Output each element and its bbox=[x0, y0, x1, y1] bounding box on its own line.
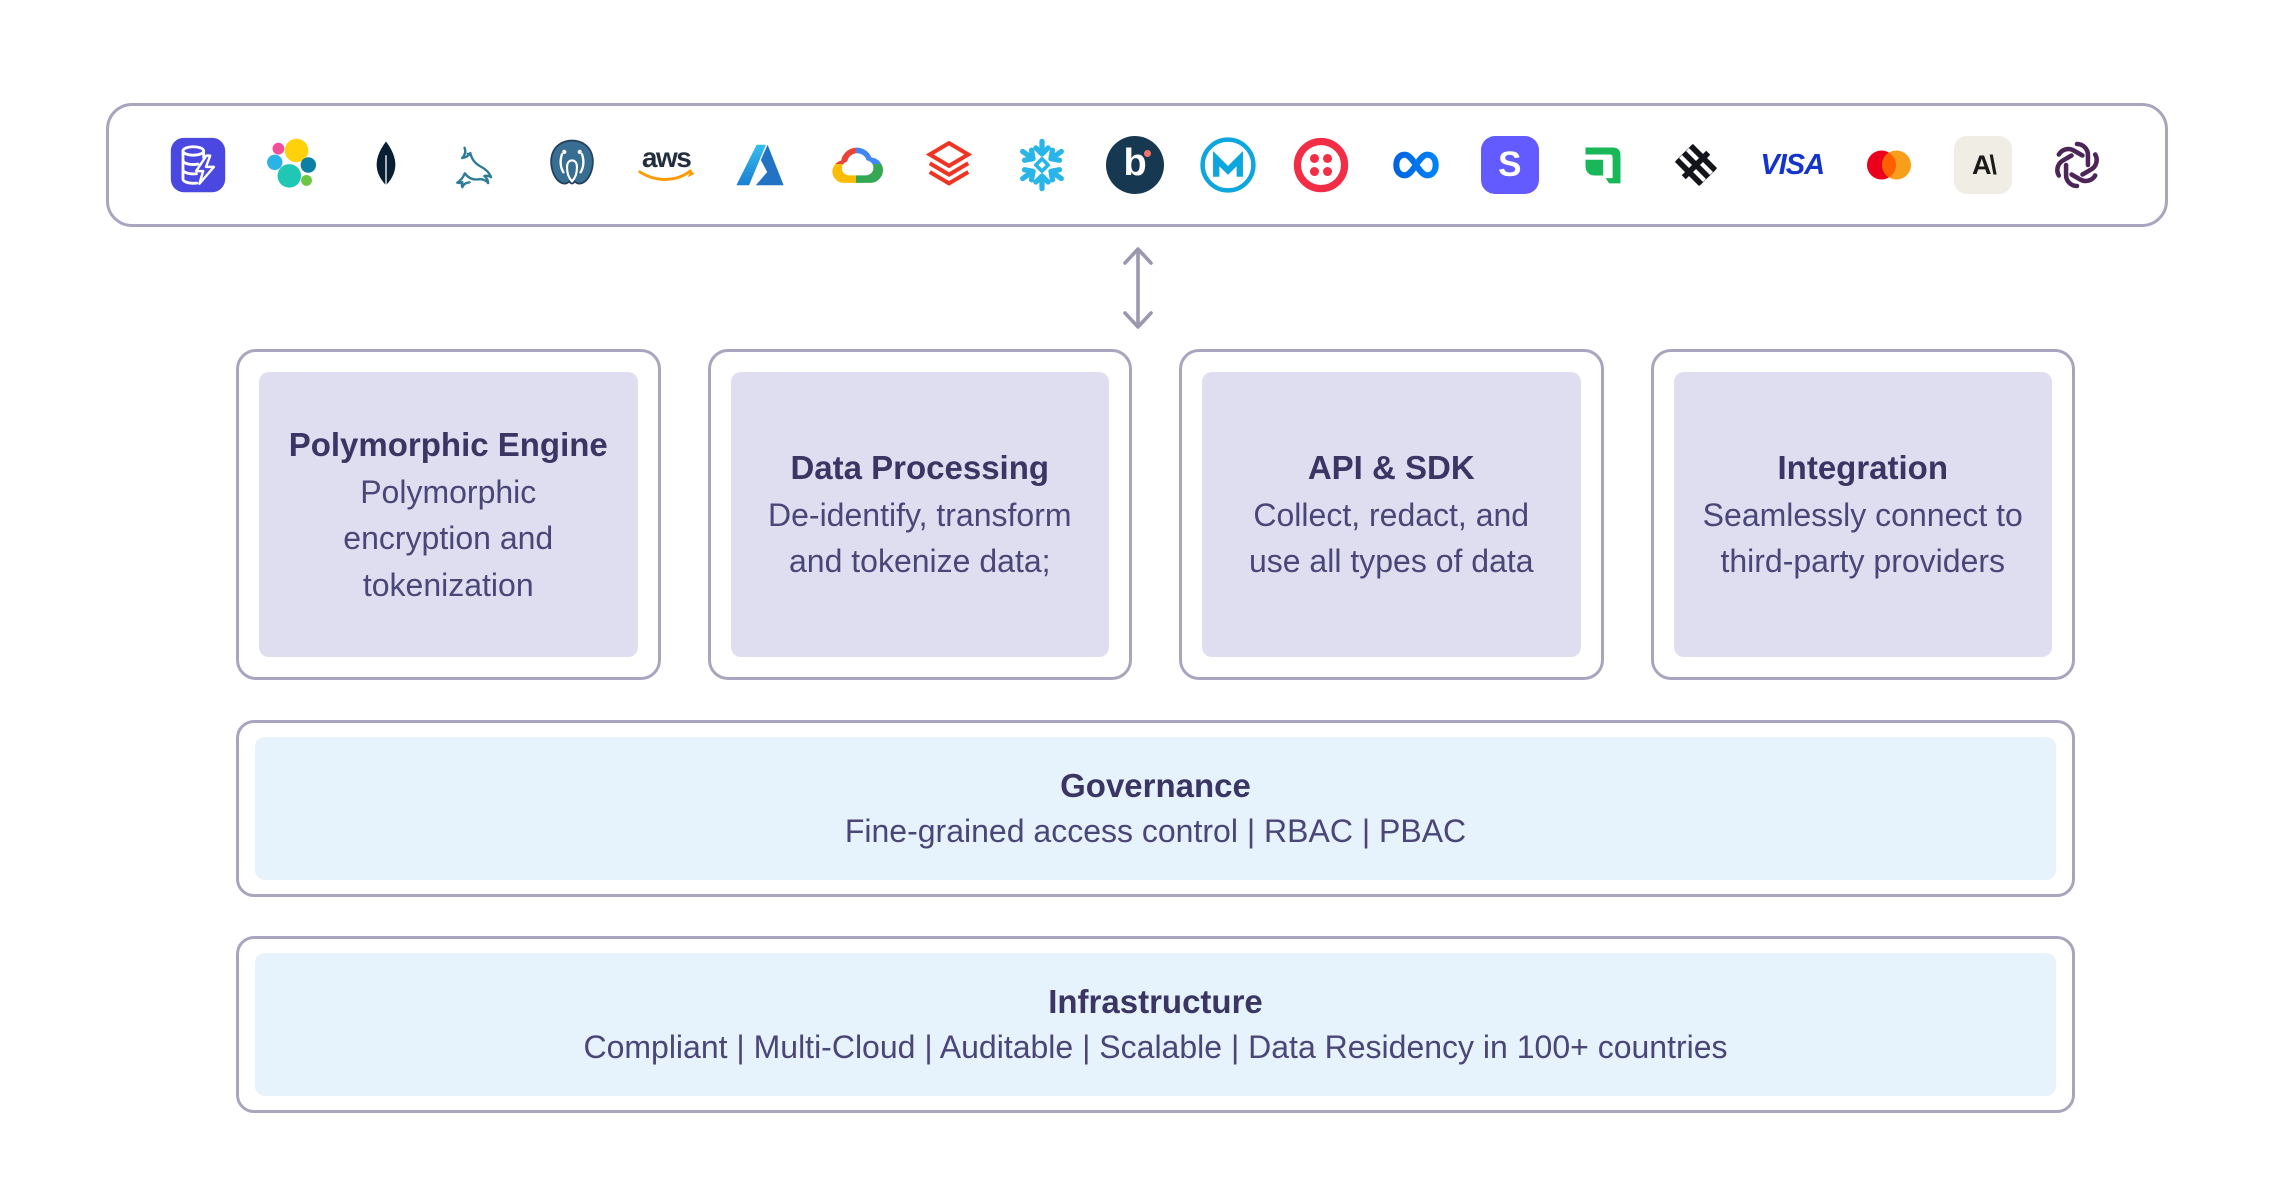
aws-smile-arrow bbox=[638, 169, 695, 182]
anthropic-logo-text: A\ bbox=[1971, 149, 1997, 180]
infrastructure-band: Infrastructure Compliant | Multi-Cloud |… bbox=[236, 936, 2075, 1113]
card-api-sdk: API & SDK Collect, redact, and use all t… bbox=[1179, 349, 1604, 680]
mysql-logo-icon bbox=[450, 133, 508, 197]
band-fill: Governance Fine-grained access control |… bbox=[255, 737, 2056, 880]
card-integration: Integration Seamlessly connect to third-… bbox=[1650, 349, 2075, 680]
database-lightning-logo-icon bbox=[168, 133, 228, 197]
vertical-double-arrow-icon bbox=[1116, 242, 1160, 339]
mulesoft-logo-icon bbox=[1199, 133, 1257, 197]
twilio-logo-icon bbox=[1292, 133, 1350, 197]
braze-logo-icon: b bbox=[1106, 136, 1165, 194]
card-data-processing: Data Processing De-identify, transform a… bbox=[707, 349, 1132, 680]
card-fill: Polymorphic Engine Polymorphic encryptio… bbox=[259, 372, 638, 657]
google-cloud-logo-icon bbox=[825, 133, 885, 197]
card-polymorphic-engine: Polymorphic Engine Polymorphic encryptio… bbox=[236, 349, 661, 680]
band-fill: Infrastructure Compliant | Multi-Cloud |… bbox=[255, 953, 2056, 1096]
card-title: Polymorphic Engine bbox=[288, 425, 608, 463]
card-title: Integration bbox=[1777, 449, 1949, 487]
card-description: Seamlessly connect to third-party provid… bbox=[1702, 497, 2023, 580]
band-title: Infrastructure bbox=[1048, 982, 1263, 1020]
aws-logo-text: aws bbox=[641, 141, 692, 173]
visa-logo-icon: VISA bbox=[1760, 133, 1825, 197]
azure-logo-icon bbox=[731, 133, 789, 197]
meta-logo-icon bbox=[1386, 133, 1446, 197]
elastic-logo-icon bbox=[263, 133, 321, 197]
openai-logo-icon bbox=[2048, 133, 2106, 197]
adyen-logo-icon bbox=[1574, 133, 1632, 197]
aws-logo-icon: aws bbox=[636, 133, 696, 197]
integrations-logo-bar: aws bbox=[106, 103, 2168, 227]
band-description: Fine-grained access control | RBAC | PBA… bbox=[844, 813, 1467, 850]
stripe-logo-icon: S bbox=[1480, 136, 1539, 194]
card-title: API & SDK bbox=[1307, 449, 1475, 487]
mastercard-logo-icon bbox=[1859, 133, 1919, 197]
card-description: Collect, redact, and use all types of da… bbox=[1248, 497, 1534, 580]
governance-band: Governance Fine-grained access control |… bbox=[236, 720, 2075, 897]
band-title: Governance bbox=[1060, 766, 1251, 804]
mongodb-logo-icon bbox=[357, 133, 415, 197]
card-fill: API & SDK Collect, redact, and use all t… bbox=[1202, 372, 1581, 657]
card-fill: Integration Seamlessly connect to third-… bbox=[1673, 372, 2052, 657]
feature-cards-row: Polymorphic Engine Polymorphic encryptio… bbox=[236, 349, 2075, 680]
card-fill: Data Processing De-identify, transform a… bbox=[730, 372, 1109, 657]
databricks-logo-icon bbox=[920, 133, 978, 197]
visa-logo-text: VISA bbox=[1760, 148, 1825, 181]
card-title: Data Processing bbox=[790, 449, 1050, 487]
plaid-logo-icon bbox=[1667, 133, 1725, 197]
stripe-logo-letter: S bbox=[1498, 145, 1522, 184]
braze-logo-letter: b bbox=[1123, 142, 1147, 184]
snowflake-logo-icon bbox=[1013, 133, 1071, 197]
braze-torch-dot bbox=[1144, 150, 1152, 157]
postgresql-logo-icon bbox=[543, 133, 601, 197]
anthropic-logo-icon: A\ bbox=[1954, 136, 2013, 194]
band-description: Compliant | Multi-Cloud | Auditable | Sc… bbox=[583, 1029, 1728, 1066]
card-description: De-identify, transform and tokenize data… bbox=[768, 497, 1072, 580]
card-description: Polymorphic encryption and tokenization bbox=[343, 473, 554, 603]
